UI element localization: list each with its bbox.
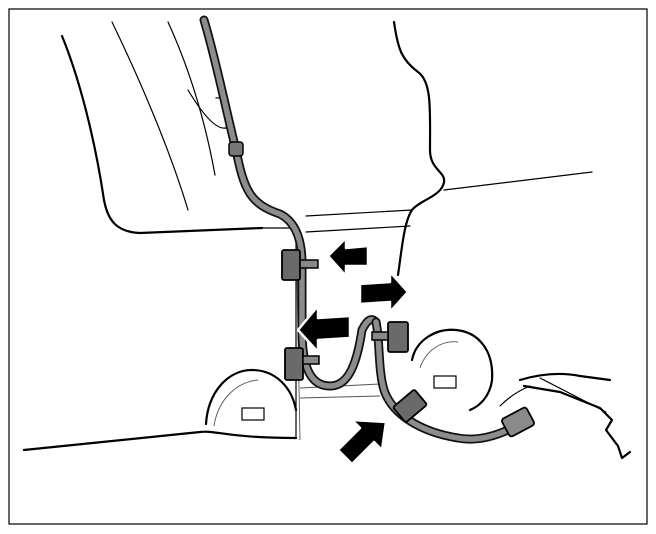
direction-arrows <box>296 236 410 466</box>
hose-clip-right <box>371 321 409 353</box>
arrow-diagonal <box>336 418 388 466</box>
hose-clip-upper-left <box>281 249 319 281</box>
body-panel-left <box>22 21 298 452</box>
arrow-left-lower <box>296 304 352 354</box>
hose-clip-lower-right <box>392 389 428 423</box>
connector <box>501 406 535 438</box>
body-panel-right <box>392 20 593 277</box>
hose-coupler <box>228 141 244 157</box>
mount-boss-right <box>410 328 494 412</box>
arrow-left-upper <box>326 236 370 278</box>
lower-rail-right <box>499 372 632 460</box>
arrow-right-middle <box>358 270 410 314</box>
hose-clip-lower-left <box>284 347 320 381</box>
mount-boss-left <box>204 368 298 427</box>
figure-frame <box>8 8 648 525</box>
hose-clips <box>281 249 428 423</box>
